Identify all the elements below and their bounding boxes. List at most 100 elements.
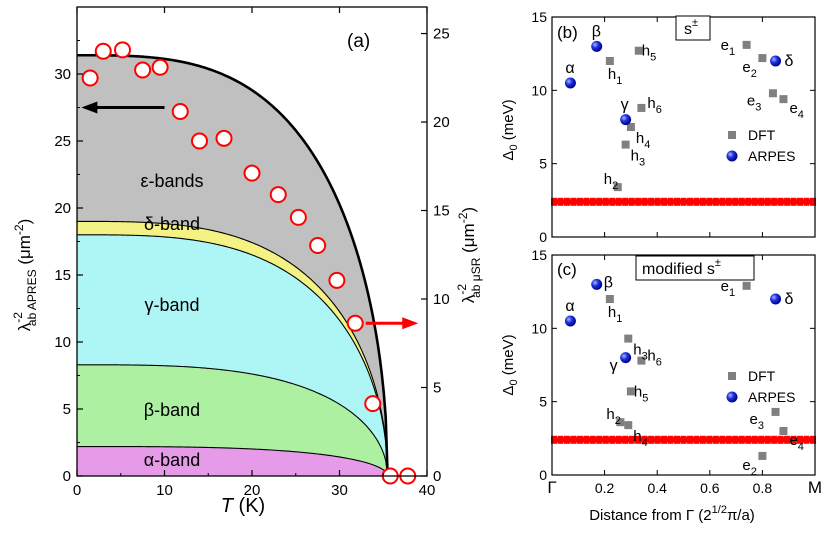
dft-point-label: h1 xyxy=(608,304,622,325)
red-gap-marker xyxy=(764,435,771,444)
y-tick-label: 15 xyxy=(531,9,547,25)
band-label-alpha: α-band xyxy=(144,450,200,470)
musr-point xyxy=(309,237,327,255)
arpes-point xyxy=(564,315,576,327)
arpes-point xyxy=(770,55,782,67)
red-gap-marker xyxy=(777,197,784,206)
red-gap-marker xyxy=(745,197,752,206)
svg-text:modified s±: modified s± xyxy=(642,257,721,278)
panel-c-label: (c) xyxy=(557,260,577,279)
dft-point xyxy=(621,140,630,149)
musr-point xyxy=(134,61,152,79)
red-gap-marker xyxy=(751,197,758,206)
y-tick-label: 0 xyxy=(539,229,547,245)
red-gap-marker xyxy=(758,197,765,206)
y-tick-label-right: 25 xyxy=(433,26,450,43)
panel-b-label: (b) xyxy=(557,23,578,42)
red-gap-marker xyxy=(810,197,816,206)
red-gap-marker xyxy=(648,197,655,206)
dft-point-label: h3 xyxy=(633,342,647,363)
arrow-head-left xyxy=(81,101,98,114)
red-gap-marker xyxy=(641,197,648,206)
y-tick-label-left: 25 xyxy=(54,133,71,150)
band-curve-ε-bands xyxy=(77,53,389,477)
arpes-point xyxy=(620,352,632,364)
y-tick-label: 10 xyxy=(531,320,547,336)
y-tick-label: 15 xyxy=(531,247,547,263)
axis-arrows xyxy=(81,101,419,330)
x-axis-title-c: Distance from Γ (21/2π/a) xyxy=(589,504,755,524)
svg-text:Δ0 (meV): Δ0 (meV) xyxy=(500,334,520,395)
x-tick-label-a: 40 xyxy=(419,482,436,499)
musr-point xyxy=(151,58,169,76)
svg-text:Δ0 (meV): Δ0 (meV) xyxy=(500,99,520,160)
legend-arpes-marker xyxy=(726,150,738,162)
y-tick-label: 5 xyxy=(539,394,547,410)
arpes-point-label: δ xyxy=(785,291,794,308)
musr-point xyxy=(269,186,287,204)
arpes-point-label: γ xyxy=(621,97,629,114)
dft-point xyxy=(624,421,633,430)
legend-arpes-label: ARPES xyxy=(748,148,795,164)
red-gap-marker xyxy=(589,435,596,444)
dft-point-label: e3 xyxy=(747,92,761,113)
panel-b-boxed-label-frame xyxy=(675,15,711,41)
x-tick-label-a: 20 xyxy=(244,482,261,499)
red-gap-marker xyxy=(635,435,642,444)
dft-point-label: e1 xyxy=(721,37,735,58)
red-gap-marker xyxy=(738,435,745,444)
arpes-point-label: β xyxy=(592,23,601,40)
musr-point xyxy=(94,42,112,60)
dft-point xyxy=(613,183,622,192)
band-curve-β-band xyxy=(77,364,389,477)
panel-a-label: (a) xyxy=(347,31,370,52)
arpes-point xyxy=(564,77,576,89)
red-gap-marker xyxy=(712,435,719,444)
musr-point xyxy=(81,69,99,87)
arpes-point-label: δ xyxy=(785,53,794,70)
band-fill-areas xyxy=(77,55,388,477)
x-tick-label: 0.8 xyxy=(753,480,773,496)
legend-dft-label: DFT xyxy=(748,127,776,143)
dft-point xyxy=(624,334,633,343)
musr-point xyxy=(191,132,208,150)
red-gap-marker xyxy=(712,197,719,206)
arpes-point-label: α xyxy=(565,298,574,315)
red-gap-marker xyxy=(699,435,706,444)
band-curves xyxy=(77,53,389,477)
dft-point-label: e2 xyxy=(742,59,756,80)
red-gap-marker xyxy=(693,197,700,206)
musr-point xyxy=(364,395,382,413)
dft-point-label: h6 xyxy=(647,348,661,369)
dft-point-label: e4 xyxy=(789,100,803,121)
y-tick-label-left: 5 xyxy=(63,401,71,418)
band-fill-α-band xyxy=(77,446,388,476)
red-gap-marker xyxy=(628,197,635,206)
red-gap-marker xyxy=(680,435,687,444)
dft-point xyxy=(626,387,635,396)
dft-point xyxy=(637,103,646,112)
red-gap-marker xyxy=(771,197,778,206)
red-gap-marker xyxy=(661,435,668,444)
red-gap-marker xyxy=(706,435,713,444)
y-tick-label-right: 15 xyxy=(433,203,450,220)
red-gap-marker xyxy=(570,197,577,206)
red-gap-marker xyxy=(596,435,603,444)
red-gap-marker xyxy=(674,435,681,444)
svg-text:T (K): T (K) xyxy=(221,495,265,517)
arpes-point-label: γ xyxy=(610,358,618,375)
y-tick-label: 0 xyxy=(539,467,547,483)
dft-point xyxy=(768,89,777,98)
musr-point xyxy=(171,103,189,121)
red-gap-marker xyxy=(589,197,596,206)
red-gap-marker xyxy=(576,435,583,444)
band-label-delta: δ-band xyxy=(144,214,200,234)
y-tick-label-left: 15 xyxy=(54,267,71,284)
red-gap-marker xyxy=(686,197,693,206)
red-gap-marker xyxy=(725,197,732,206)
panel-c-boxed-label: modified s± xyxy=(642,257,721,278)
red-gap-marker xyxy=(784,197,791,206)
